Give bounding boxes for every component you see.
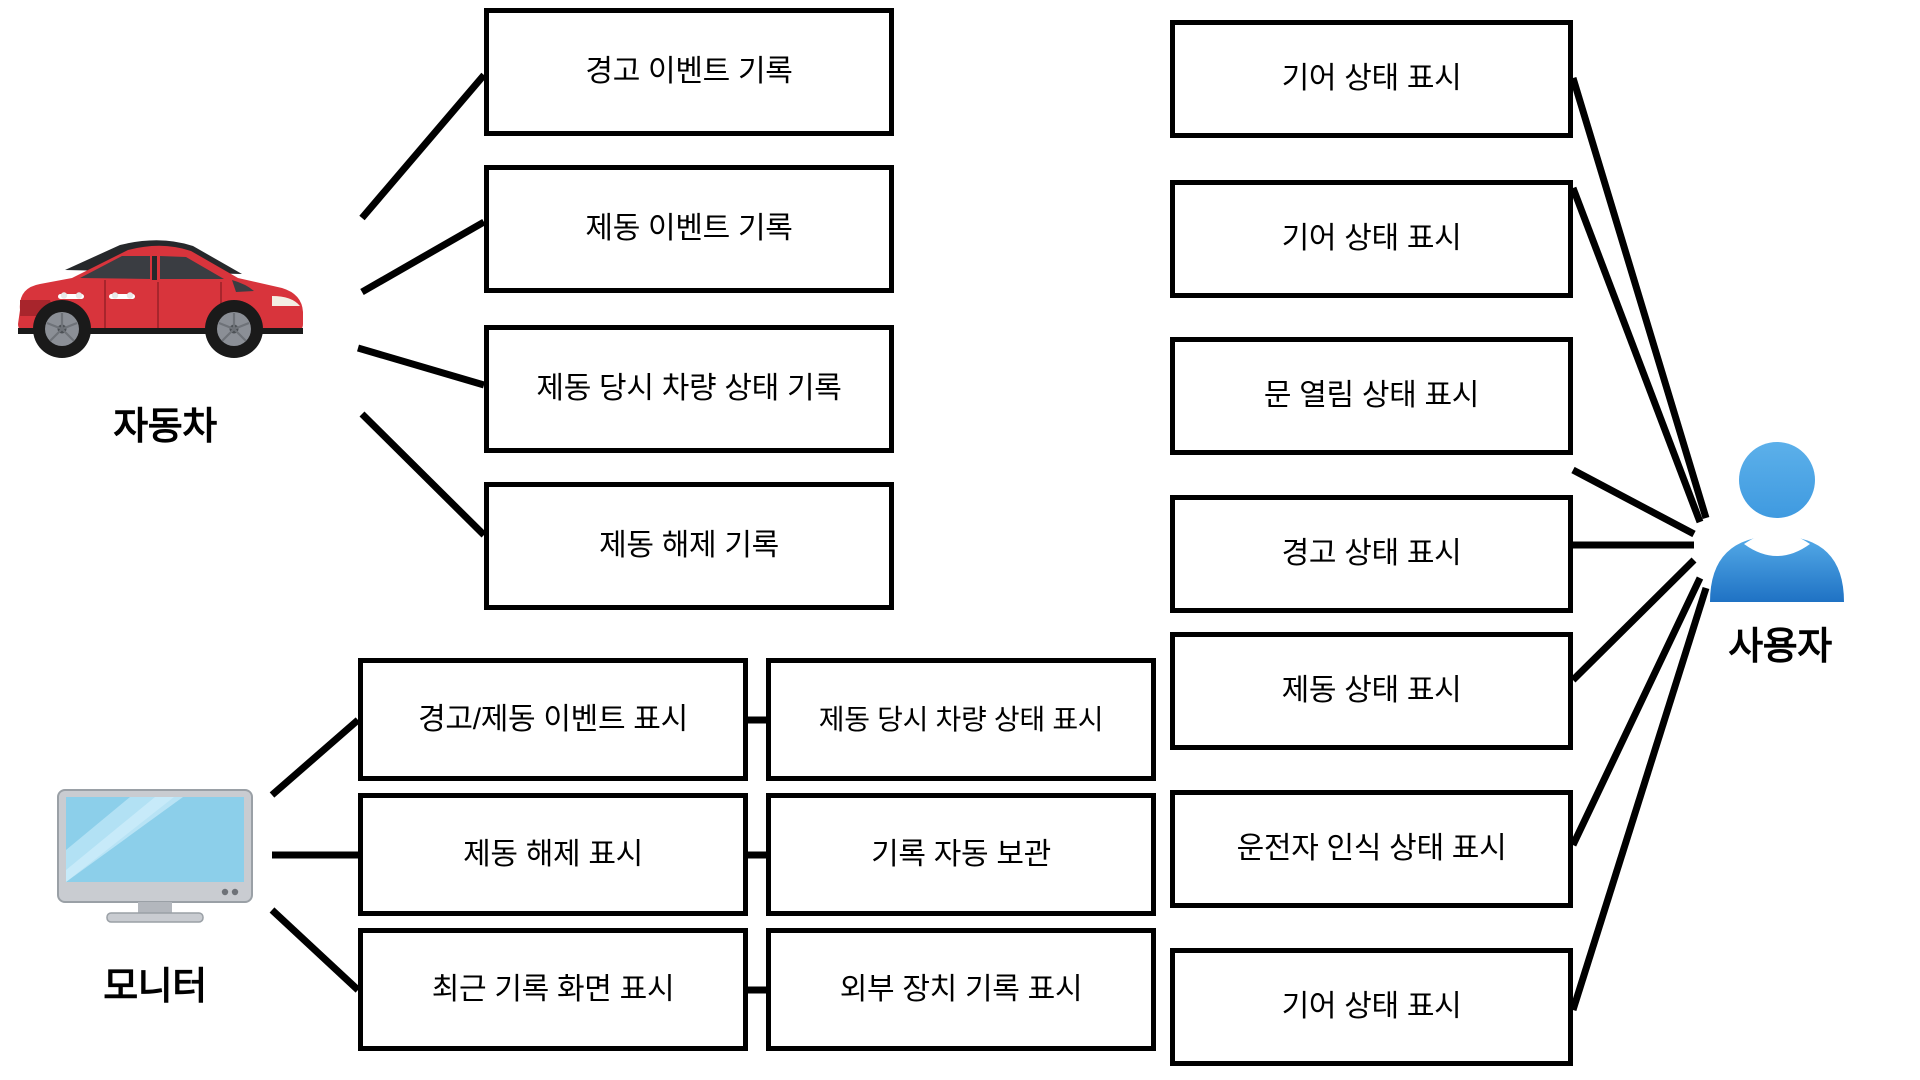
usecase-brake-event-log[interactable]: 제동 이벤트 기록 — [484, 165, 894, 293]
line-user-to-door-open-state — [1571, 466, 1696, 538]
usecase-brake-vehicle-state-display[interactable]: 제동 당시 차량 상태 표시 — [766, 658, 1156, 781]
monitor-icon — [55, 788, 255, 923]
usecase-door-open-state[interactable]: 문 열림 상태 표시 — [1170, 337, 1573, 455]
line-user-to-gear-state-1 — [1569, 76, 1710, 520]
line-monitor-to-warn-brake-display — [269, 717, 361, 798]
usecase-warn-event-log[interactable]: 경고 이벤트 기록 — [484, 8, 894, 136]
actor-label-monitor: 모니터 — [103, 966, 207, 1008]
usecase-brake-vehicle-state-log[interactable]: 제동 당시 차량 상태 기록 — [484, 325, 894, 453]
usecase-external-device-log-display[interactable]: 외부 장치 기록 표시 — [766, 928, 1156, 1051]
usecase-recent-log-screen[interactable]: 최근 기록 화면 표시 — [358, 928, 748, 1051]
actor-label-user: 사용자 — [1728, 626, 1832, 668]
usecase-gear-state-3[interactable]: 기어 상태 표시 — [1170, 948, 1573, 1066]
line-user-to-gear-state-3 — [1569, 586, 1710, 1012]
line-monitor-to-recent-log-screen — [269, 907, 361, 993]
line-user-to-driver-recognition — [1569, 576, 1704, 847]
usecase-warn-brake-event-display[interactable]: 경고/제동 이벤트 표시 — [358, 658, 748, 781]
user-icon — [1700, 440, 1855, 605]
line-car-to-brake-event-log — [360, 218, 486, 296]
usecase-auto-archive-log[interactable]: 기록 자동 보관 — [766, 793, 1156, 916]
line-user-to-gear-state-2 — [1569, 186, 1704, 524]
usecase-brake-release-display[interactable]: 제동 해제 표시 — [358, 793, 748, 916]
line-car-to-brake-state-log — [357, 344, 485, 389]
usecase-gear-state-1[interactable]: 기어 상태 표시 — [1170, 20, 1573, 138]
line-user-to-brake-state — [1570, 557, 1697, 683]
usecase-warning-state[interactable]: 경고 상태 표시 — [1170, 495, 1573, 613]
usecase-brake-state[interactable]: 제동 상태 표시 — [1170, 632, 1573, 750]
actor-label-car: 자동차 — [113, 406, 217, 448]
usecase-driver-recognition-state[interactable]: 운전자 인식 상태 표시 — [1170, 790, 1573, 908]
usecase-gear-state-2[interactable]: 기어 상태 표시 — [1170, 180, 1573, 298]
line-car-to-warn-event-log — [359, 72, 487, 221]
usecase-brake-release-log[interactable]: 제동 해제 기록 — [484, 482, 894, 610]
line-car-to-brake-release-log — [359, 411, 487, 538]
car-icon — [10, 232, 310, 362]
